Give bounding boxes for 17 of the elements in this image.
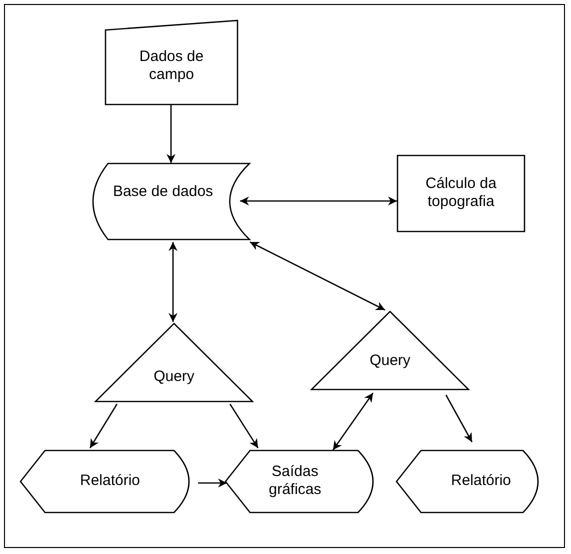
node-label: Saídas gráficas — [268, 463, 322, 499]
node-label: Query — [152, 368, 196, 386]
arrow — [250, 241, 386, 311]
node-label: Cálculo da topografia — [424, 175, 498, 211]
node-label: Query — [368, 352, 412, 370]
arrow — [445, 394, 473, 442]
arrow — [166, 105, 176, 163]
arrow — [198, 478, 227, 488]
arrow — [240, 196, 397, 206]
node-label: Base de dados — [112, 183, 214, 201]
arrow — [89, 404, 118, 448]
node-label: Relatório — [78, 472, 142, 490]
arrow — [332, 392, 374, 450]
arrow — [168, 242, 178, 322]
node-label: Dados de campo — [138, 48, 205, 84]
node-label: Relatório — [450, 472, 512, 490]
arrow — [229, 404, 259, 448]
